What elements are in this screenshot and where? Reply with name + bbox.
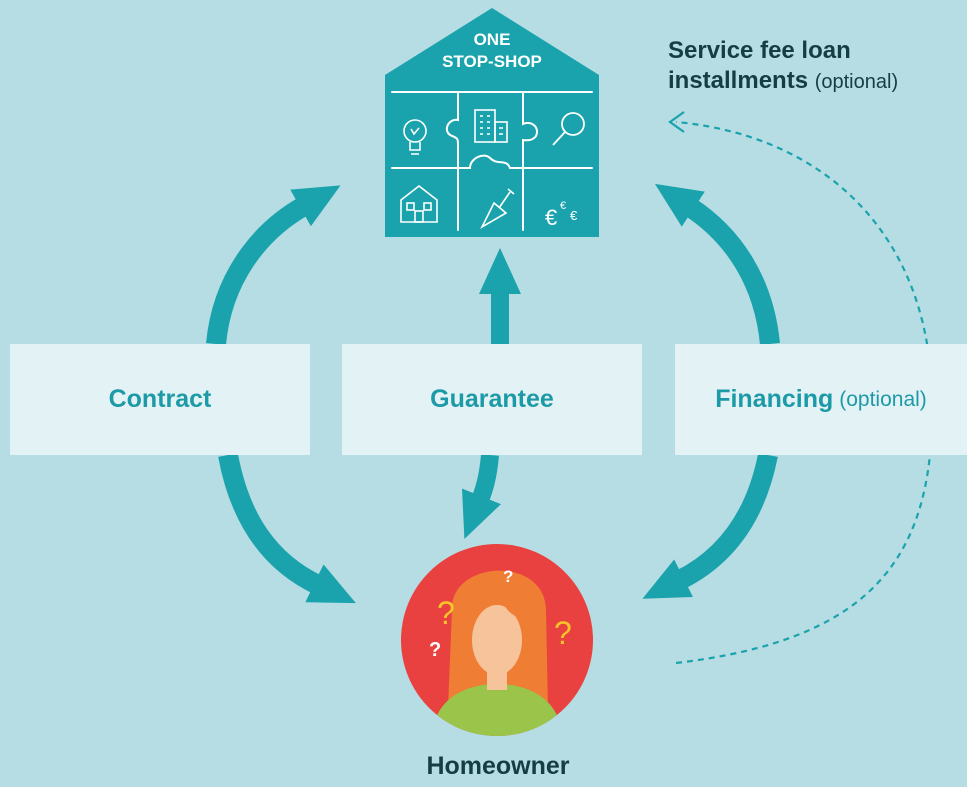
guarantee-box: Guarantee (342, 344, 642, 455)
guarantee-label: Guarantee (430, 385, 554, 413)
contract-arrow-up (206, 185, 341, 346)
contract-box: Contract (10, 344, 310, 455)
house-title-line2: STOP-SHOP (442, 52, 542, 71)
lightbulb-icon (403, 119, 427, 155)
fee-arrowhead (668, 111, 685, 133)
financing-optional-note: (optional) (839, 387, 927, 411)
svg-text:€: € (560, 200, 566, 212)
magnifier-icon (552, 112, 585, 146)
trowel-icon (480, 188, 515, 230)
question-mark-icon: ? (503, 567, 513, 586)
homeowner-label: Homeowner (426, 752, 570, 780)
financing-label: Financing (715, 385, 834, 413)
question-mark-icon: ? (437, 595, 455, 631)
financing-arrow-down (642, 452, 778, 599)
contract-label: Contract (108, 385, 212, 413)
service-fee-line2: installments (668, 67, 809, 94)
building-icon (474, 109, 508, 143)
financing-arrow-up (654, 183, 780, 346)
one-stop-shop-house: ONE STOP-SHOP (385, 8, 599, 237)
financing-box: Financing (optional) (675, 344, 967, 455)
guarantee-arrow-down (461, 454, 501, 539)
service-fee-optional-note: (optional) (814, 71, 899, 93)
service-fee-line1: Service fee loan (668, 37, 851, 64)
svg-text:€: € (570, 208, 578, 223)
question-mark-icon: ? (429, 639, 441, 661)
svg-text:€: € (545, 205, 557, 230)
service-fee-label: Service fee loan installments (optional) (668, 36, 898, 97)
homeowner-avatar: ? ? ? ? (401, 544, 593, 736)
house-title-line1: ONE (474, 30, 511, 49)
euro-icon: € € € (545, 200, 578, 230)
house-icon (400, 184, 438, 223)
fee-return-arrow (668, 111, 934, 665)
contract-arrow-down (218, 453, 356, 604)
question-mark-icon: ? (554, 615, 572, 651)
